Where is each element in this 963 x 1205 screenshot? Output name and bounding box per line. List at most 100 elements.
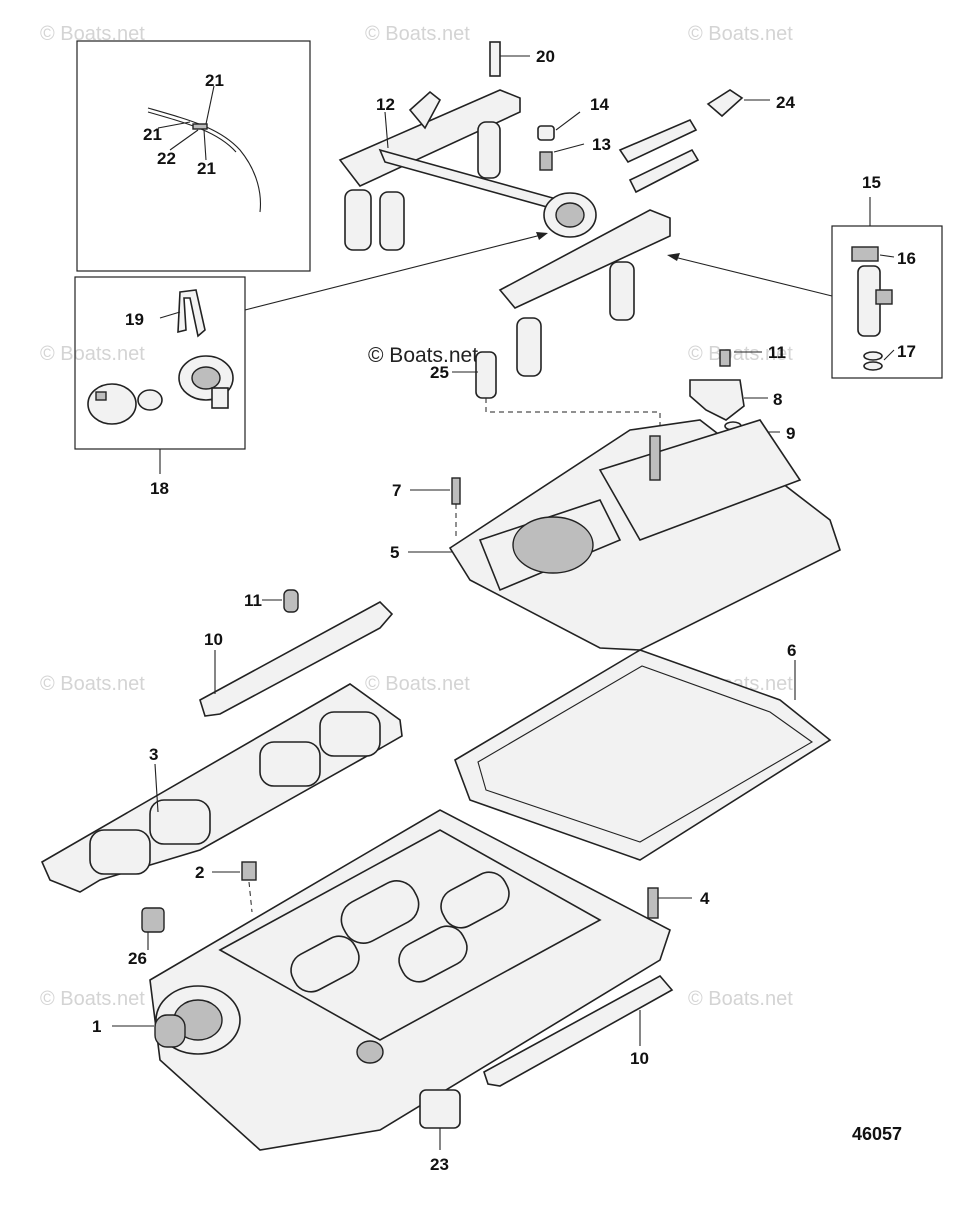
spacer-plate-upper bbox=[199, 589, 394, 717]
callout-label: 11 bbox=[244, 591, 262, 610]
leader-line bbox=[244, 233, 546, 311]
runner bbox=[340, 880, 420, 944]
plenum-ribs bbox=[598, 419, 802, 541]
o-ring bbox=[863, 361, 883, 371]
callout-label: 11 bbox=[768, 343, 786, 362]
detail-frame bbox=[76, 40, 311, 272]
callout-label: 9 bbox=[786, 424, 795, 443]
screw bbox=[719, 349, 731, 367]
detail-box-injector bbox=[667, 197, 943, 379]
coolant-outlet bbox=[154, 1014, 186, 1048]
leader-line bbox=[157, 121, 191, 129]
leader-line bbox=[883, 349, 895, 361]
callout-label: 6 bbox=[787, 641, 796, 660]
injector-connector bbox=[875, 289, 893, 305]
callout-label: 1 bbox=[92, 1017, 101, 1036]
leader-line bbox=[169, 129, 199, 151]
bolt bbox=[451, 477, 461, 505]
throttle-bore bbox=[512, 516, 594, 574]
leader-line bbox=[669, 255, 833, 297]
fuel-line bbox=[628, 148, 700, 194]
regulator-bore bbox=[555, 202, 585, 228]
leader-line bbox=[154, 763, 159, 813]
fuel-injector bbox=[344, 189, 372, 251]
spacer-plate bbox=[483, 974, 674, 1087]
leader-line bbox=[879, 254, 895, 258]
watermark: © Boats.net bbox=[40, 23, 145, 45]
runner bbox=[398, 925, 468, 983]
vacuum-hose bbox=[475, 351, 497, 399]
callout-label: 3 bbox=[149, 745, 158, 764]
callout-label: 24 bbox=[776, 93, 795, 112]
bolt bbox=[283, 589, 299, 613]
port-opening bbox=[319, 711, 381, 757]
fuel-line bbox=[618, 118, 698, 164]
o-ring bbox=[137, 389, 163, 411]
callout-label: 19 bbox=[125, 310, 144, 329]
vacuum-nipple bbox=[649, 435, 661, 481]
upper-intake-manifold bbox=[408, 419, 841, 651]
watermark: © Boats.net bbox=[40, 343, 145, 365]
watermark: © Boats.net bbox=[365, 23, 470, 45]
watermark: © Boats.net bbox=[688, 23, 793, 45]
watermark: © Boats.net bbox=[688, 343, 793, 365]
watermark: © Boats.net bbox=[688, 988, 793, 1010]
diagram-id: 46057 bbox=[852, 1124, 902, 1144]
leader-line bbox=[203, 129, 207, 161]
watermark: © Boats.net bbox=[40, 988, 145, 1010]
callout-label: 7 bbox=[392, 481, 401, 500]
callout-label: 21 bbox=[143, 125, 162, 144]
port-plug bbox=[356, 1040, 384, 1064]
plenum-gasket bbox=[454, 649, 832, 861]
callout-label: 2 bbox=[195, 863, 204, 882]
regulator-stem bbox=[95, 391, 107, 401]
callout-label: 10 bbox=[204, 630, 223, 649]
splice-sleeve bbox=[192, 123, 208, 130]
runner bbox=[290, 935, 360, 993]
fuel-injector bbox=[379, 191, 405, 251]
valve-cap bbox=[537, 125, 555, 141]
o-ring bbox=[863, 351, 883, 361]
callout-label: 18 bbox=[150, 479, 169, 498]
leader-line bbox=[205, 85, 215, 125]
fuel-rail-assembly bbox=[338, 89, 700, 377]
detail-frame bbox=[831, 225, 943, 379]
bolt bbox=[647, 887, 659, 919]
retainer-clip bbox=[177, 289, 206, 338]
regulator-nipple bbox=[211, 387, 229, 409]
leader-line bbox=[555, 111, 581, 131]
detail-box-wire-splice bbox=[76, 40, 311, 272]
schrader-valve bbox=[489, 41, 501, 77]
watermark: © Boats.net bbox=[365, 673, 470, 695]
port-opening bbox=[149, 799, 211, 845]
pressure-regulator bbox=[87, 383, 137, 425]
watermark: © Boats.net bbox=[40, 673, 145, 695]
leader-line bbox=[159, 311, 181, 319]
rail-bracket bbox=[408, 90, 442, 130]
callout-label: 20 bbox=[536, 47, 555, 66]
center-watermark: © Boats.net bbox=[368, 344, 478, 367]
callout-label: 22 bbox=[157, 149, 176, 168]
fuel-fitting bbox=[706, 89, 744, 118]
intake-gasket bbox=[40, 683, 403, 893]
pipe-plug bbox=[241, 861, 257, 881]
callout-label: 26 bbox=[128, 949, 147, 968]
port-opening bbox=[259, 741, 321, 787]
small-fittings bbox=[452, 41, 770, 440]
lower-intake-manifold bbox=[112, 809, 692, 1151]
fitting bbox=[141, 907, 165, 933]
fuel-injector bbox=[516, 317, 542, 377]
leader-line bbox=[553, 143, 585, 153]
spacer-plate bbox=[199, 601, 394, 717]
callout-label: 15 bbox=[862, 173, 881, 192]
assembly-path bbox=[248, 881, 253, 913]
crossover-tube bbox=[378, 148, 567, 214]
callout-label: 13 bbox=[592, 135, 611, 154]
map-sensor bbox=[689, 379, 745, 421]
injector-clip bbox=[851, 246, 879, 262]
callout-label: 10 bbox=[630, 1049, 649, 1068]
fuel-injector bbox=[477, 121, 501, 179]
regulator-port bbox=[191, 366, 221, 390]
wire bbox=[147, 107, 261, 213]
